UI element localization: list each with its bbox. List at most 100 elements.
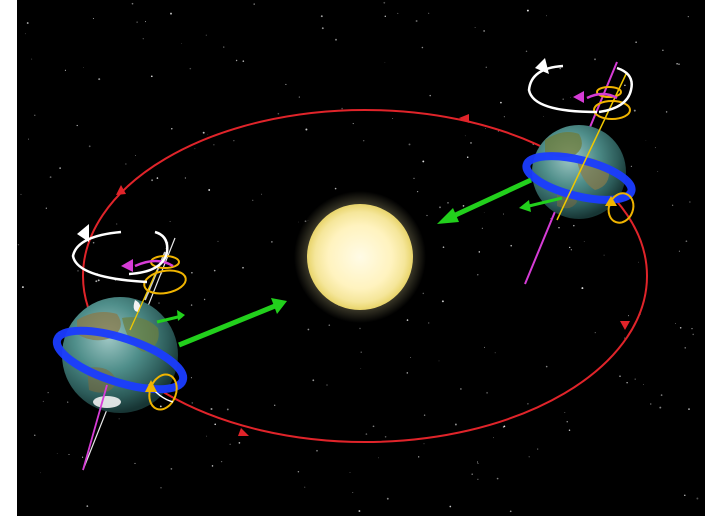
star: [242, 266, 244, 269]
star: [626, 382, 628, 384]
star: [59, 167, 61, 169]
star: [477, 462, 479, 464]
star: [603, 254, 605, 256]
star: [594, 332, 596, 334]
star: [659, 406, 662, 409]
star: [496, 477, 499, 480]
star: [205, 34, 207, 36]
sun: [294, 191, 426, 323]
star: [408, 143, 411, 146]
star: [406, 319, 409, 321]
star: [460, 388, 462, 390]
star: [223, 46, 225, 48]
star: [691, 327, 693, 330]
star: [360, 368, 362, 370]
star: [422, 160, 425, 163]
star: [633, 109, 636, 112]
star: [568, 429, 571, 431]
star: [274, 404, 276, 406]
star: [328, 324, 331, 326]
star: [156, 177, 159, 179]
star: [220, 460, 223, 463]
star: [34, 434, 36, 436]
star: [298, 221, 299, 223]
star: [352, 123, 354, 125]
star: [687, 16, 689, 18]
star: [509, 510, 512, 513]
star: [474, 26, 476, 28]
star: [429, 94, 431, 97]
star: [320, 15, 323, 18]
star: [26, 22, 29, 24]
star: [630, 165, 633, 168]
star: [684, 494, 686, 497]
star: [635, 41, 637, 43]
star: [360, 351, 362, 353]
star: [40, 472, 41, 474]
star: [570, 97, 572, 98]
star: [47, 392, 49, 394]
star: [545, 365, 548, 368]
star: [583, 241, 585, 242]
star: [678, 63, 680, 65]
star: [422, 292, 425, 295]
star: [305, 128, 308, 131]
star: [662, 49, 664, 51]
star: [17, 244, 20, 246]
star: [384, 62, 386, 64]
star: [447, 202, 449, 204]
star: [159, 405, 162, 408]
star: [170, 468, 173, 470]
star: [27, 138, 30, 140]
star: [493, 437, 494, 439]
precession-ring: [143, 269, 187, 295]
star: [67, 401, 69, 403]
star: [624, 337, 626, 339]
star: [304, 486, 306, 488]
star: [31, 58, 33, 60]
star: [56, 453, 58, 455]
star: [397, 12, 399, 14]
star: [537, 448, 539, 450]
star: [49, 176, 52, 178]
star: [526, 9, 529, 12]
star: [503, 116, 505, 118]
star: [238, 442, 241, 444]
equatorial-band: [52, 326, 188, 394]
star: [229, 443, 231, 445]
star: [559, 67, 561, 70]
star: [628, 315, 630, 317]
star: [118, 418, 120, 420]
star: [68, 454, 70, 455]
star: [696, 497, 699, 500]
spin-arrow-icon: [71, 230, 148, 284]
star: [190, 304, 193, 306]
force-arrow-head: [271, 298, 287, 314]
star: [42, 400, 44, 402]
star: [689, 201, 691, 203]
star: [150, 75, 153, 78]
star: [638, 261, 639, 263]
star: [24, 33, 26, 35]
star: [171, 128, 173, 130]
star: [131, 2, 134, 5]
star: [297, 470, 300, 473]
star: [92, 241, 95, 244]
star: [298, 96, 300, 98]
star: [410, 357, 412, 358]
star: [21, 286, 24, 289]
star: [688, 408, 690, 410]
star: [439, 206, 441, 209]
star: [466, 156, 469, 159]
star: [98, 78, 101, 81]
star: [428, 12, 430, 14]
star: [594, 58, 596, 61]
star: [136, 21, 138, 23]
star: [307, 328, 310, 331]
star: [341, 107, 343, 110]
star: [217, 240, 219, 242]
star: [660, 394, 663, 396]
star: [335, 38, 337, 41]
star: [442, 246, 445, 249]
precession-arrow-icon: [121, 259, 133, 272]
